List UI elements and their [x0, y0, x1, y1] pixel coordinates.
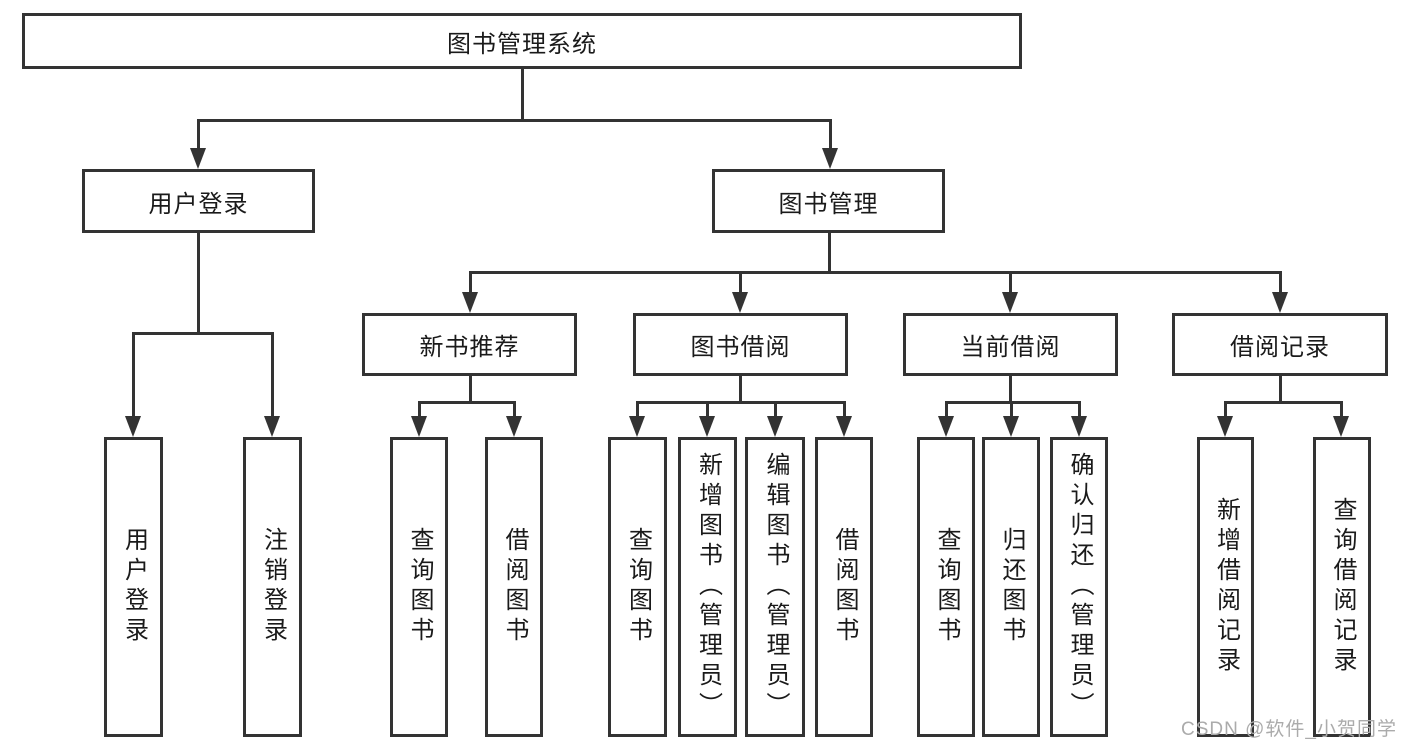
connector-line — [468, 376, 472, 402]
node-leaf-borrow-book-newrec: 借阅图书 — [485, 437, 543, 737]
connector-line — [1278, 272, 1282, 294]
connector-line — [1008, 272, 1012, 294]
arrow-down-icon — [836, 416, 852, 437]
arrow-down-icon — [264, 416, 280, 437]
connector-line — [773, 402, 777, 418]
connector-line — [1339, 402, 1343, 418]
connector-line — [827, 233, 831, 272]
connector-line — [705, 402, 709, 418]
connector-line — [196, 233, 200, 333]
node-new-book-rec: 新书推荐 — [362, 313, 577, 376]
node-leaf-add-borrow-record: 新增借阅记录 — [1197, 437, 1254, 737]
node-leaf-return-book: 归还图书 — [982, 437, 1040, 737]
node-book-borrow: 图书借阅 — [633, 313, 848, 376]
connector-line — [635, 402, 639, 418]
node-leaf-confirm-return-admin: 确认归还（管理员） — [1050, 437, 1108, 737]
arrow-down-icon — [1217, 416, 1233, 437]
connector-line — [468, 270, 1282, 274]
node-user-login: 用户登录 — [82, 169, 315, 233]
arrow-down-icon — [462, 292, 478, 313]
connector-line — [738, 272, 742, 294]
node-borrow-records: 借阅记录 — [1172, 313, 1388, 376]
arrow-down-icon — [1272, 292, 1288, 313]
arrow-down-icon — [1003, 416, 1019, 437]
node-leaf-logout: 注销登录 — [243, 437, 302, 737]
arrow-down-icon — [190, 148, 206, 169]
node-current-borrow: 当前借阅 — [903, 313, 1118, 376]
node-leaf-query-book-current: 查询图书 — [917, 437, 975, 737]
arrow-down-icon — [125, 416, 141, 437]
arrow-down-icon — [1333, 416, 1349, 437]
node-leaf-query-book-borrow: 查询图书 — [608, 437, 667, 737]
connector-line — [512, 402, 516, 418]
arrow-down-icon — [822, 148, 838, 169]
arrow-down-icon — [411, 416, 427, 437]
node-leaf-edit-book-admin: 编辑图书（管理员） — [745, 437, 805, 737]
connector-line — [1278, 376, 1282, 402]
connector-line — [842, 402, 846, 418]
node-leaf-borrow-book-borrow: 借阅图书 — [815, 437, 873, 737]
connector-line — [131, 333, 135, 418]
connector-line — [944, 402, 948, 418]
arrow-down-icon — [767, 416, 783, 437]
watermark-text: CSDN @软件_小贺同学 — [1181, 719, 1397, 740]
connector-line — [417, 402, 421, 418]
arrow-down-icon — [1002, 292, 1018, 313]
connector-line — [131, 331, 274, 335]
connector-line — [520, 69, 524, 120]
connector-line — [1008, 376, 1012, 402]
connector-line — [738, 376, 742, 402]
arrow-down-icon — [1071, 416, 1087, 437]
arrow-down-icon — [938, 416, 954, 437]
arrow-down-icon — [732, 292, 748, 313]
node-leaf-add-book-admin: 新增图书（管理员） — [678, 437, 737, 737]
connector-line — [1009, 402, 1013, 418]
arrow-down-icon — [506, 416, 522, 437]
node-leaf-query-book-newrec: 查询图书 — [390, 437, 448, 737]
connector-line — [635, 400, 846, 404]
arrow-down-icon — [699, 416, 715, 437]
connector-line — [196, 118, 832, 122]
connector-line — [828, 120, 832, 150]
node-root: 图书管理系统 — [22, 13, 1022, 69]
connector-line — [196, 120, 200, 150]
connector-line — [944, 400, 1081, 404]
connector-line — [417, 400, 516, 404]
connector-line — [468, 272, 472, 294]
connector-line — [1223, 400, 1343, 404]
node-book-mgmt: 图书管理 — [712, 169, 945, 233]
node-leaf-user-login: 用户登录 — [104, 437, 163, 737]
arrow-down-icon — [629, 416, 645, 437]
connector-line — [1077, 402, 1081, 418]
connector-line — [270, 333, 274, 418]
node-leaf-query-borrow-record: 查询借阅记录 — [1313, 437, 1371, 737]
connector-line — [1223, 402, 1227, 418]
